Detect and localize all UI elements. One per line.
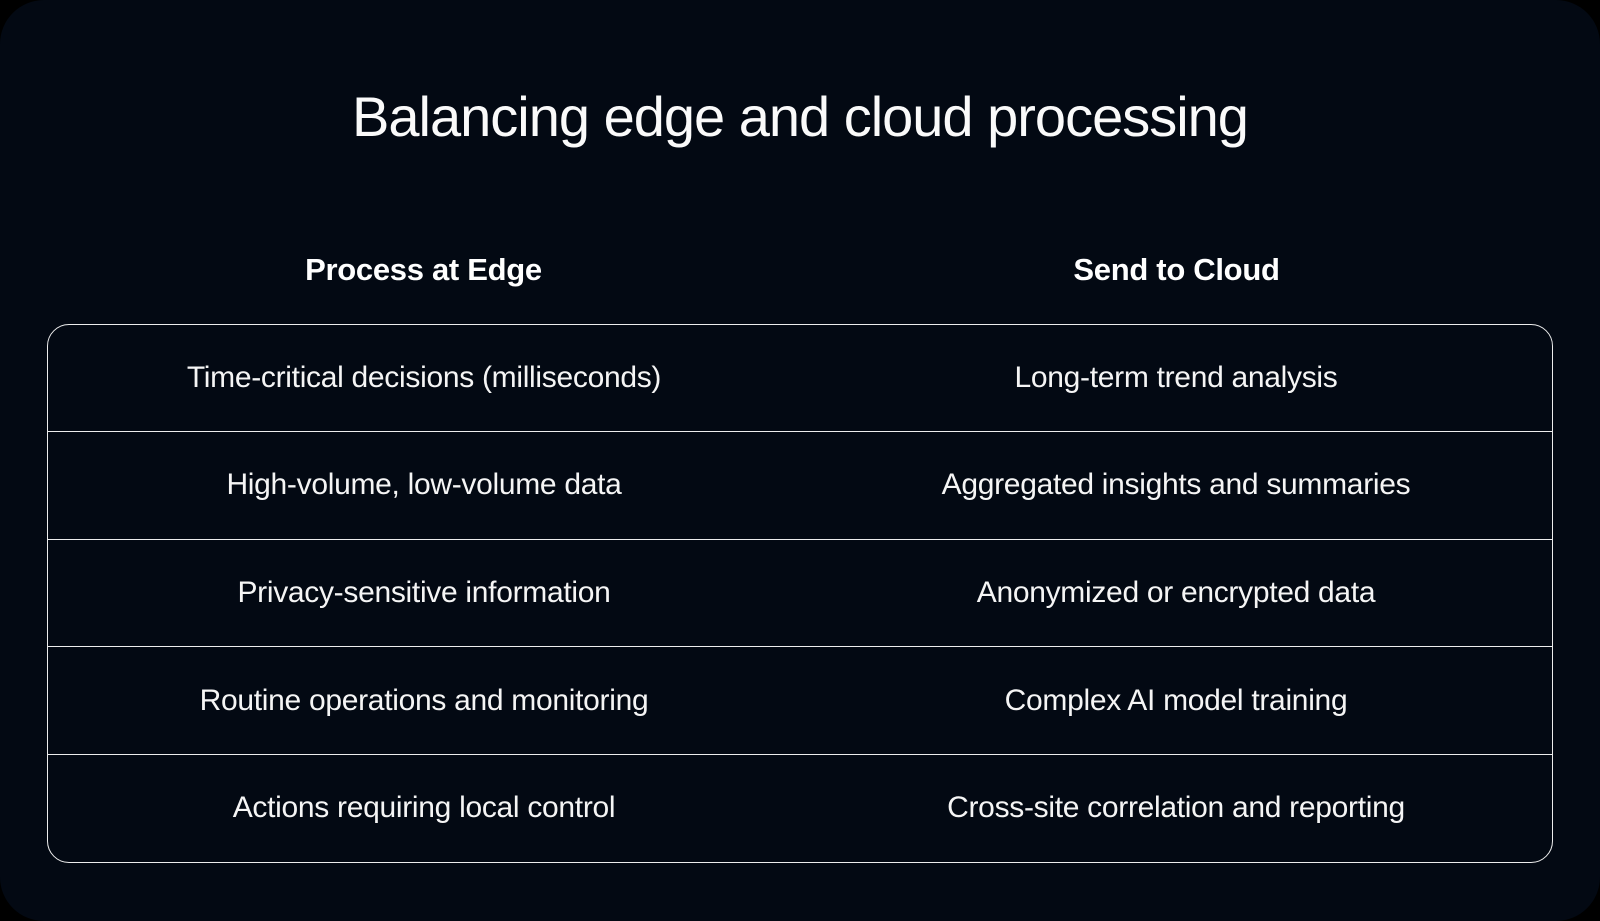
edge-cell: Privacy-sensitive information — [237, 576, 611, 610]
cloud-cell: Long-term trend analysis — [1014, 360, 1338, 394]
cloud-cell: Cross-site correlation and reporting — [947, 791, 1405, 825]
table-row: Privacy-sensitive information Anonymized… — [48, 538, 1552, 647]
edge-cell: Routine operations and monitoring — [199, 683, 649, 717]
cloud-cell: Complex AI model training — [1004, 683, 1348, 717]
table-row: Actions requiring local control Cross-si… — [48, 753, 1552, 862]
cloud-cell: Aggregated insights and summaries — [941, 468, 1411, 502]
slide-title: Balancing edge and cloud processing — [352, 85, 1249, 148]
edge-column-header: Process at Edge — [305, 251, 542, 287]
comparison-table: Time-critical decisions (milliseconds) L… — [47, 323, 1553, 863]
table-row: Routine operations and monitoring Comple… — [48, 646, 1552, 754]
table-row: Time-critical decisions (milliseconds) L… — [48, 325, 1552, 432]
table-row: High-volume, low-volume data Aggregated … — [48, 431, 1552, 539]
edge-cell: Actions requiring local control — [232, 791, 616, 825]
cloud-column-header: Send to Cloud — [1073, 251, 1280, 287]
column-headers: Process at Edge Send to Cloud — [47, 252, 1553, 288]
edge-cell: High-volume, low-volume data — [226, 468, 622, 502]
edge-cell: Time-critical decisions (milliseconds) — [186, 360, 662, 394]
cloud-cell: Anonymized or encrypted data — [976, 576, 1376, 610]
